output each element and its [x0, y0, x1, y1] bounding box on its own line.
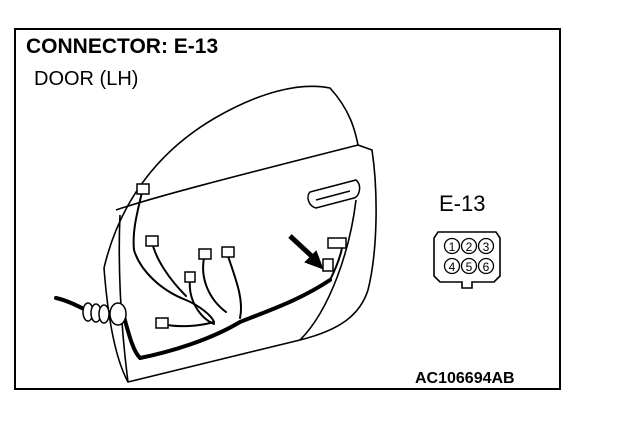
pin-6: [477, 257, 495, 275]
pin-4: [443, 257, 461, 275]
harness-connector: [198, 248, 212, 260]
harness-connector: [322, 258, 334, 272]
pointer-arrow: [288, 234, 324, 270]
diagram-title: CONNECTOR: E-13: [26, 35, 219, 58]
door-outline: [103, 85, 377, 383]
harness-connector: [145, 235, 159, 247]
pin-label: 4: [449, 260, 456, 274]
pin-label: 3: [483, 240, 490, 254]
figure-code: AC106694AB: [415, 370, 515, 387]
pin-label: 1: [449, 240, 456, 254]
pin-1: [443, 237, 461, 255]
harness-connector: [327, 237, 347, 249]
harness-connectors: [136, 183, 347, 329]
connector-face: 1 2 3 4 5 6: [433, 231, 501, 289]
connector-label: E-13: [439, 191, 486, 216]
harness-connector: [136, 183, 150, 195]
pin-5: [460, 257, 478, 275]
harness-connector: [155, 317, 169, 329]
pin-label: 6: [483, 260, 490, 274]
door-subtitle: DOOR (LH): [34, 68, 139, 90]
grommet: [82, 302, 127, 326]
pin-label: 5: [466, 260, 473, 274]
pin-label: 2: [466, 240, 473, 254]
door-handle: [307, 179, 361, 209]
pin-2: [460, 237, 478, 255]
pin-3: [477, 237, 495, 255]
harness-connector: [184, 271, 196, 283]
harness-connector: [221, 246, 235, 258]
wiring-harness: [54, 191, 343, 361]
